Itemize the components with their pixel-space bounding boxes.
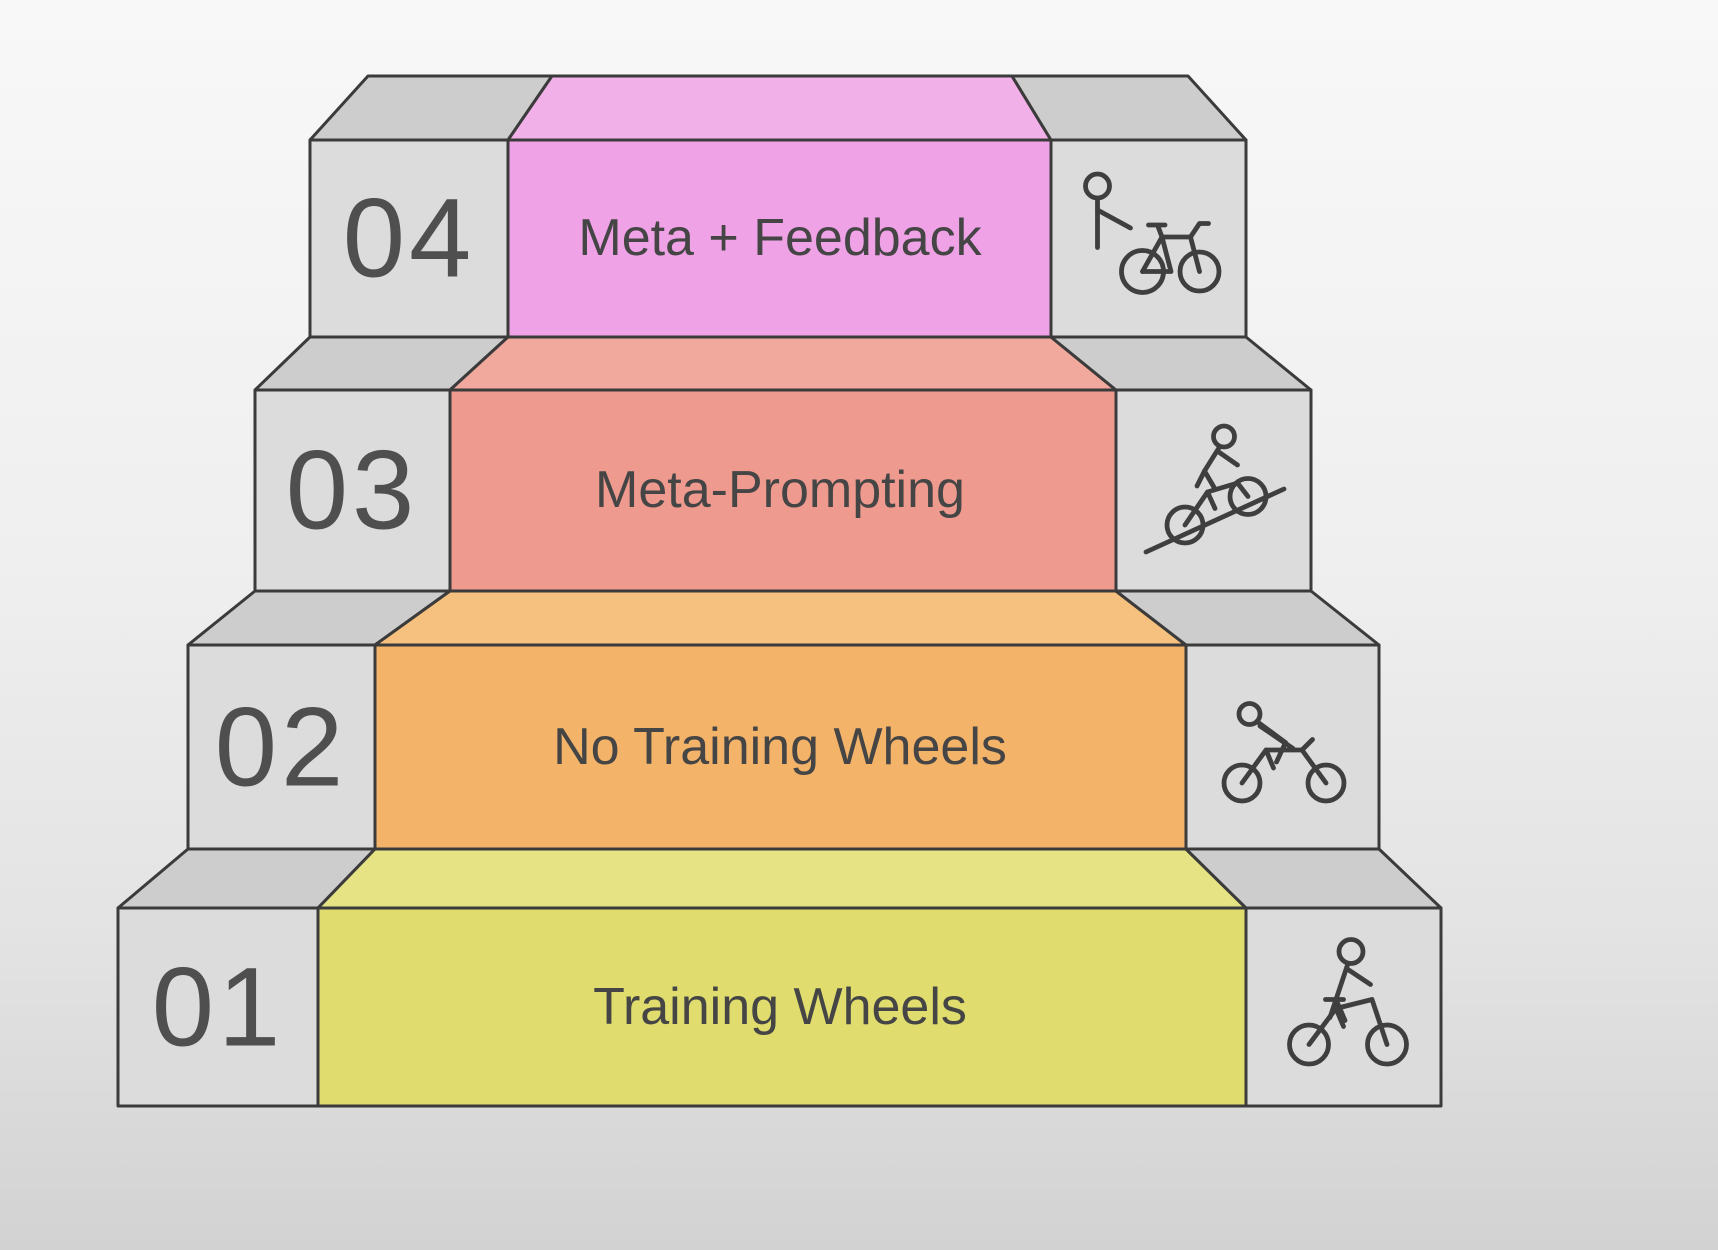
step-04: 04 Meta + Feedback — [308, 74, 1248, 339]
step-01-number: 01 — [152, 945, 285, 1070]
step-02-number: 02 — [215, 685, 348, 810]
step-04-label: Meta + Feedback — [578, 209, 982, 267]
step-01-tread-center — [316, 847, 1248, 910]
step-01: 01 Training Wheels — [116, 847, 1443, 1108]
step-04-tread-center — [506, 74, 1053, 142]
step-02-label: No Training Wheels — [553, 718, 1007, 776]
step-02-tread-center — [373, 589, 1188, 647]
step-04-icon-box — [1049, 138, 1248, 339]
step-03-tread-center — [448, 335, 1118, 392]
cyclist-leaning-forward-icon — [1221, 701, 1347, 804]
step-04-number: 04 — [343, 176, 476, 301]
cyclist-riding-uphill-icon — [1143, 423, 1287, 555]
step-04-tread-right — [1010, 74, 1248, 142]
step-02: 02 No Training Wheels — [186, 589, 1381, 851]
step-03-number: 03 — [286, 428, 419, 553]
cyclist-upright-icon — [1287, 937, 1409, 1067]
step-01-label: Training Wheels — [593, 978, 967, 1036]
step-03-label: Meta-Prompting — [595, 461, 965, 519]
person-standing-with-bicycle-icon — [1083, 171, 1222, 295]
step-03: 03 Meta-Prompting — [253, 335, 1313, 593]
